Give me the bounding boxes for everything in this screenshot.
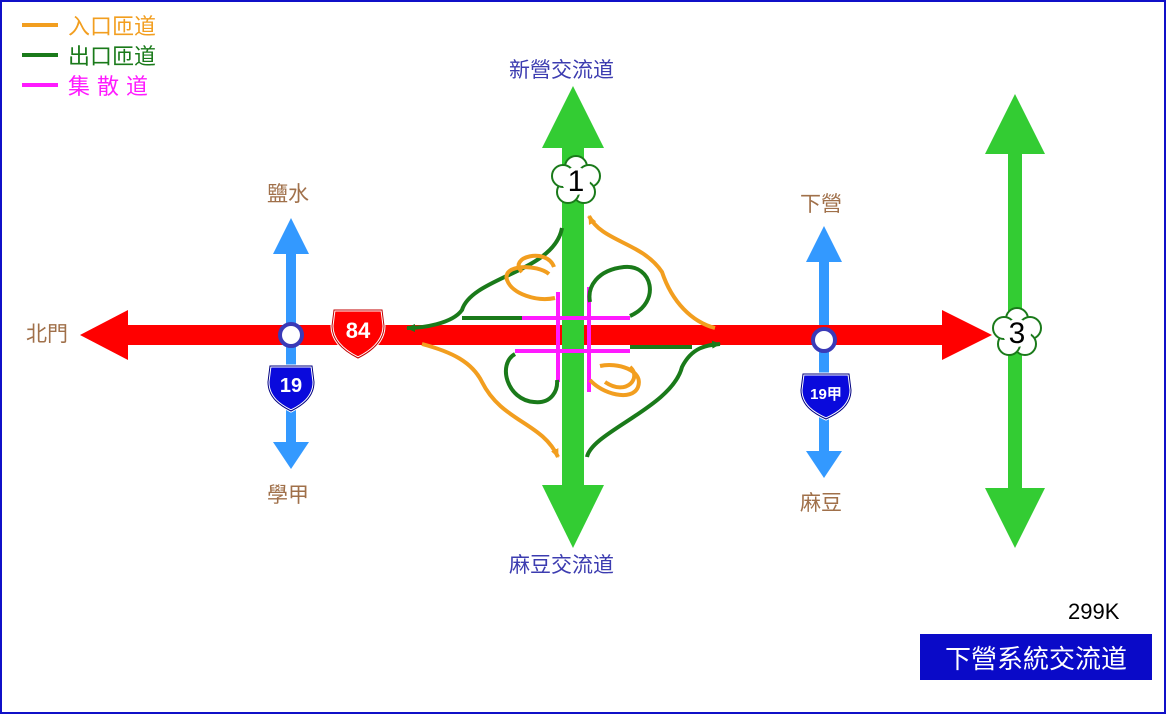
junction-node-route19 <box>278 322 304 348</box>
milepost-label: 299K <box>1068 599 1120 624</box>
route-19-shield-number: 19 <box>280 375 302 397</box>
collector-distributor-roads <box>515 287 630 392</box>
junction-node-route19a <box>811 327 837 353</box>
entrance-ramps <box>421 214 716 458</box>
freeway-3-shield-icon: 3 <box>992 307 1042 356</box>
legend-label-exit: 出口匝道 <box>68 45 157 70</box>
route-19-road <box>273 218 309 469</box>
route-19a-shield-icon: 19甲 <box>799 372 853 421</box>
label-route19-north: 鹽水 <box>267 182 309 206</box>
legend-swatch-collector <box>22 83 58 87</box>
legend-swatch-entrance <box>22 23 58 27</box>
label-south-interchange: 麻豆交流道 <box>509 553 614 577</box>
route-19a-shield-number: 19甲 <box>810 386 842 403</box>
legend-item-entrance-ramp: 入口匝道 <box>22 10 156 40</box>
legend-item-collector: 集 散 道 <box>22 70 156 100</box>
expressway-84-shield-number: 84 <box>346 318 371 343</box>
expressway-84-shield-icon: 84 <box>330 308 386 360</box>
interchange-title: 下營系統交流道 <box>920 634 1152 680</box>
legend-item-exit-ramp: 出口匝道 <box>22 40 156 70</box>
label-west-city: 北門 <box>26 322 68 346</box>
freeway-1-shield-number: 1 <box>568 165 585 198</box>
label-route19a-south: 麻豆 <box>800 491 842 515</box>
label-route19-south: 學甲 <box>267 483 309 507</box>
exit-ramps <box>406 227 721 458</box>
freeway-3-shield-number: 3 <box>1009 317 1026 350</box>
legend-label-collector: 集 散 道 <box>68 75 148 100</box>
route-19-shield-icon: 19 <box>266 364 316 413</box>
legend-swatch-exit <box>22 53 58 57</box>
route-19a-road <box>806 226 842 478</box>
legend: 入口匝道 出口匝道 集 散 道 <box>22 10 156 100</box>
label-north-interchange: 新營交流道 <box>509 58 614 82</box>
legend-label-entrance: 入口匝道 <box>68 15 157 40</box>
freeway-1-shield-icon: 1 <box>551 155 601 204</box>
label-route19a-north: 下營 <box>800 192 842 216</box>
